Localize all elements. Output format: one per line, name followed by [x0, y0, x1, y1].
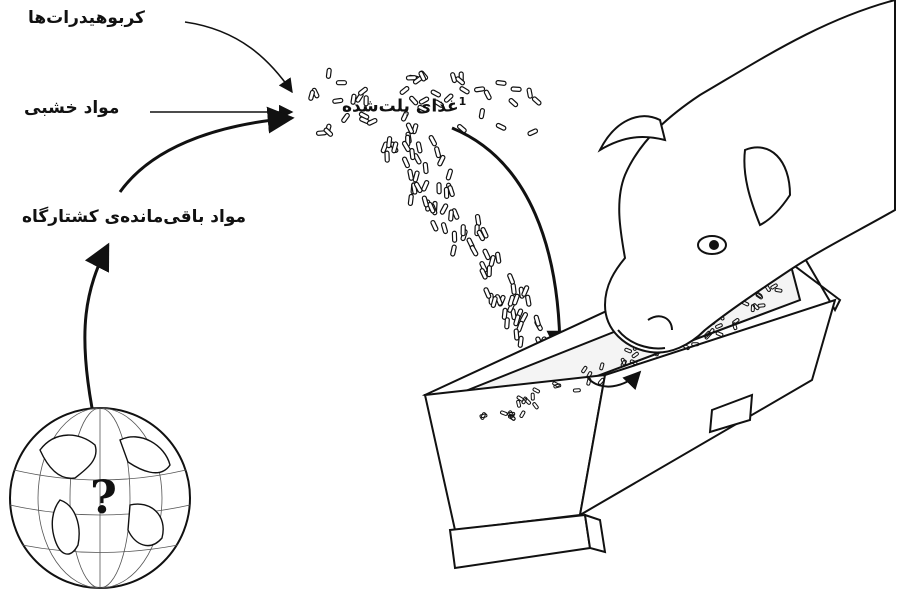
pellet — [527, 128, 538, 136]
pellet — [484, 89, 492, 100]
pellet — [507, 273, 515, 285]
pellet — [496, 123, 507, 131]
pellet — [449, 210, 454, 221]
pellet — [336, 81, 346, 85]
pellet — [416, 142, 422, 154]
arrow-waste-to-pellets — [120, 118, 292, 192]
pellet — [413, 171, 420, 183]
pellet — [326, 68, 331, 78]
pellet — [423, 162, 428, 173]
pellet — [430, 220, 438, 232]
pellet — [483, 287, 491, 299]
pellet — [474, 87, 484, 92]
pellet — [495, 252, 501, 263]
pellet — [387, 136, 392, 147]
label-slaughterhouse-waste: مواد باقی‌مانده‌ی کشتارگاه — [22, 207, 246, 227]
pellet — [514, 329, 519, 340]
pellet — [446, 169, 453, 181]
pellet — [511, 87, 521, 92]
pellet — [452, 231, 456, 242]
label-carbohydrates: کربوهیدرات‌ها — [28, 8, 145, 28]
pellet — [482, 249, 490, 261]
arrow-globe-to-waste — [85, 245, 108, 408]
pellet — [440, 203, 449, 215]
globe-question-mark: ? — [90, 470, 117, 524]
pellet — [511, 283, 516, 294]
pellet — [508, 98, 518, 108]
cow-head-illustration — [600, 0, 895, 353]
pellet — [505, 318, 510, 329]
pellet — [487, 266, 491, 277]
pellet — [434, 146, 441, 158]
pellet — [450, 72, 457, 83]
pellet — [437, 183, 441, 194]
pellet — [470, 245, 479, 257]
pellet — [527, 88, 533, 99]
pellet — [308, 90, 314, 101]
pellet — [402, 157, 410, 169]
arrow-carbs — [185, 22, 292, 92]
pellet — [534, 315, 541, 327]
label-pelleted-feed: 1غذای پلت‌شده — [342, 95, 466, 117]
pellet — [408, 194, 413, 205]
pellet — [408, 169, 414, 181]
pellet — [496, 80, 506, 85]
pellet — [459, 86, 470, 95]
pellet — [532, 96, 542, 106]
pellet — [450, 245, 456, 257]
pelleted-feed-text: غذای پلت‌شده — [342, 97, 459, 117]
footnote-mark: 1 — [459, 95, 467, 108]
pellet — [385, 151, 389, 162]
pellet — [399, 86, 409, 95]
pellet — [323, 127, 333, 137]
pellet — [461, 225, 465, 236]
pellet — [422, 196, 429, 208]
pellet — [525, 295, 531, 307]
pellet — [479, 108, 485, 119]
pellet — [441, 222, 448, 234]
label-wood-material: مواد خشبی — [24, 98, 119, 118]
pellet — [475, 214, 481, 225]
trough-pellet — [716, 331, 724, 336]
pellet — [428, 135, 437, 147]
